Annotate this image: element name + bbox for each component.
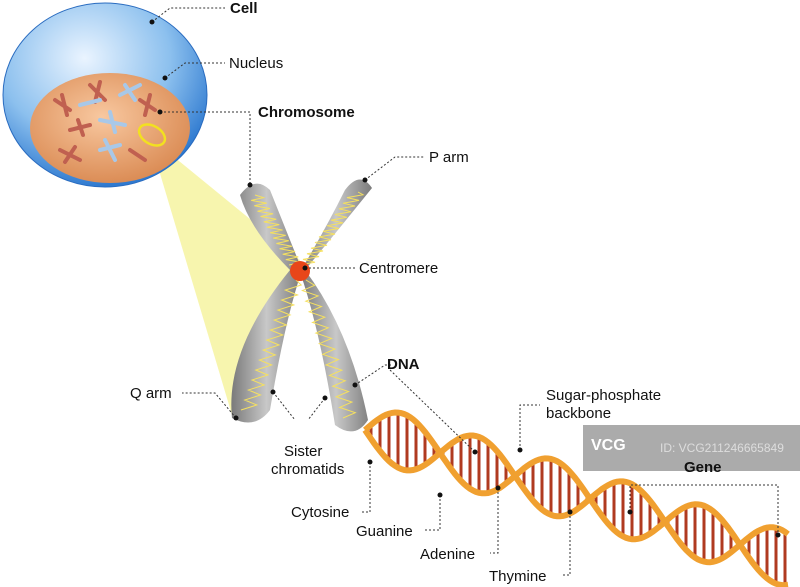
leader-lines [151,7,779,576]
label-backbone: backbone [546,405,612,422]
sugar-phosphate-strand-2 [363,409,789,587]
label-p-arm: P arm [429,149,469,166]
zoom-projection [150,140,300,415]
label-adenine: Adenine [420,546,476,563]
watermark-id: ID: VCG211246665849 [660,441,784,455]
dna-double-helix [362,409,790,587]
label-chromatids: chromatids [271,461,345,478]
nucleus-chromosomes [53,80,157,164]
nucleus [30,73,190,183]
label-centromere: Centromere [359,260,439,277]
centromere [290,261,310,281]
label-nucleus: Nucleus [229,55,284,72]
label-chromosome: Chromosome [258,104,355,121]
label-gene: Gene [684,459,722,476]
chromosome-dna-coil [240,191,365,419]
label-q-arm: Q arm [130,385,172,402]
label-cytosine: Cytosine [291,504,350,521]
highlighted-chromosome [137,123,167,147]
label-cell: Cell [230,0,258,17]
leader-dots [149,19,781,538]
label-thymine: Thymine [489,568,547,585]
label-sister: Sister [284,443,323,460]
label-sugar-phosphate: Sugar-phosphate [546,387,662,404]
watermark: VCG ID: VCG211246665849 [583,425,800,471]
label-dna: DNA [387,356,420,373]
sugar-phosphate-strand-1 [362,428,790,566]
label-guanine: Guanine [356,523,413,540]
watermark-logo: VCG [591,437,626,454]
